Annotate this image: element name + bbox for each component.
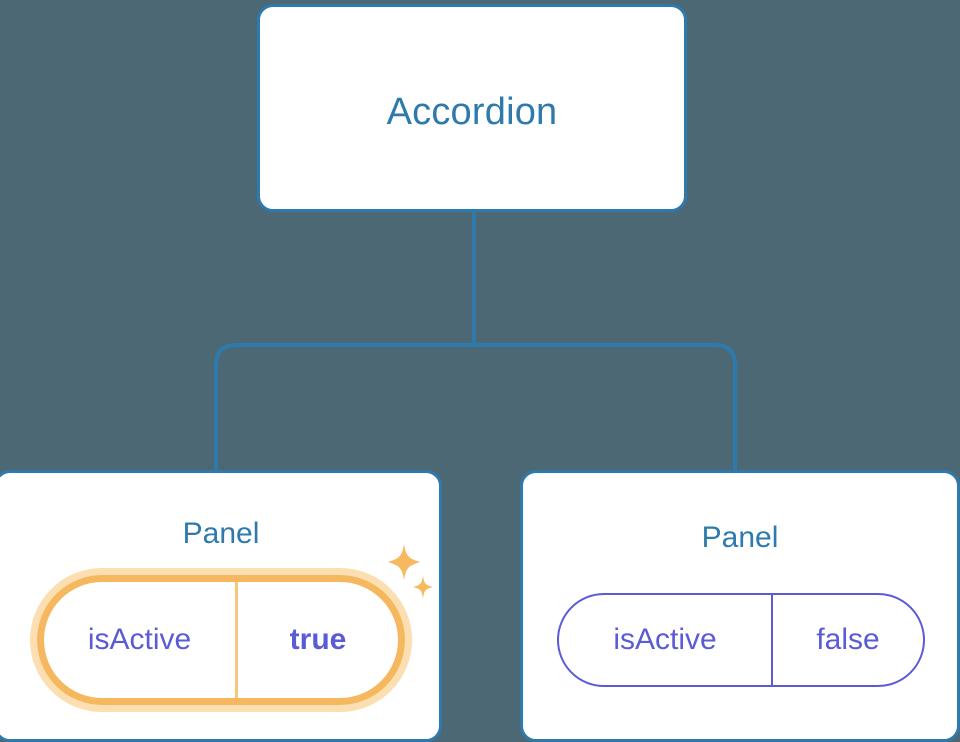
node-accordion[interactable]: Accordion [257,4,687,212]
prop-key-label: isActive [559,595,773,685]
prop-value-label: false [816,623,880,656]
node-panel-active-title: Panel [182,517,260,550]
prop-pill-glow-ring [30,568,412,712]
node-accordion-title: Accordion [386,91,558,133]
connector-branch-bar [214,343,737,472]
prop-pill-body[interactable]: isActive true [37,575,405,705]
prop-value-label: true [289,623,347,656]
prop-pill-isactive-true[interactable]: isActive true [30,568,412,712]
prop-key-label: isActive [44,582,238,698]
node-panel-inactive[interactable]: Panel isActive false [520,470,960,742]
prop-pill-isactive-false[interactable]: isActive false [557,593,925,687]
node-panel-inactive-title: Panel [701,521,779,554]
